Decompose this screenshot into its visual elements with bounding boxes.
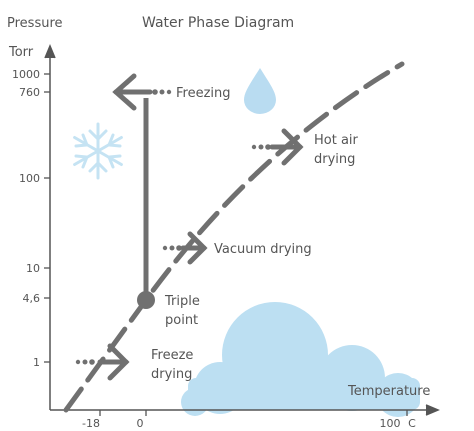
triple-point-label: point — [165, 313, 198, 328]
triple-point-marker — [137, 291, 155, 309]
y-tick-label: 100 — [19, 172, 40, 185]
freeze-drying-label: Freeze — [151, 348, 193, 363]
vacuum-drying-label: Vacuum drying — [214, 242, 312, 257]
x-tick-label: -18 — [82, 417, 100, 430]
water-drop-icon — [244, 68, 276, 114]
hot-air-drying-arrow — [251, 128, 304, 166]
x-tick-label: 100 — [380, 417, 401, 430]
x-ticks — [99, 410, 408, 416]
y-tick-label: 1 — [33, 356, 40, 369]
freezing-arrow — [112, 73, 172, 111]
hot-air-drying-label: Hot air — [314, 133, 359, 148]
y-tick-label: 1000 — [12, 68, 40, 81]
axes — [44, 44, 440, 416]
freezing-label: Freezing — [176, 86, 231, 101]
y-tick-label: 4,6 — [23, 292, 41, 305]
y-tick-label: 760 — [19, 86, 40, 99]
freeze-drying-label: drying — [151, 367, 192, 382]
x-tick-unit: C — [408, 417, 416, 430]
cloud-icon — [181, 302, 420, 417]
hot-air-drying-label: drying — [314, 152, 355, 167]
x-axis-label: Temperature — [347, 384, 430, 399]
snowflake-icon — [73, 122, 123, 180]
vaporization-curve — [63, 61, 405, 413]
y-axis-label: Pressure — [7, 16, 63, 31]
freeze-drying-arrow — [75, 343, 130, 381]
y-axis-unit: Torr — [8, 45, 34, 60]
y-tick-label: 10 — [26, 262, 40, 275]
diagram-title: Water Phase Diagram — [142, 15, 294, 31]
x-tick-label: 0 — [137, 417, 144, 430]
vacuum-drying-arrow — [162, 231, 208, 265]
y-ticks — [44, 73, 50, 363]
triple-point-label: Triple — [164, 294, 200, 309]
